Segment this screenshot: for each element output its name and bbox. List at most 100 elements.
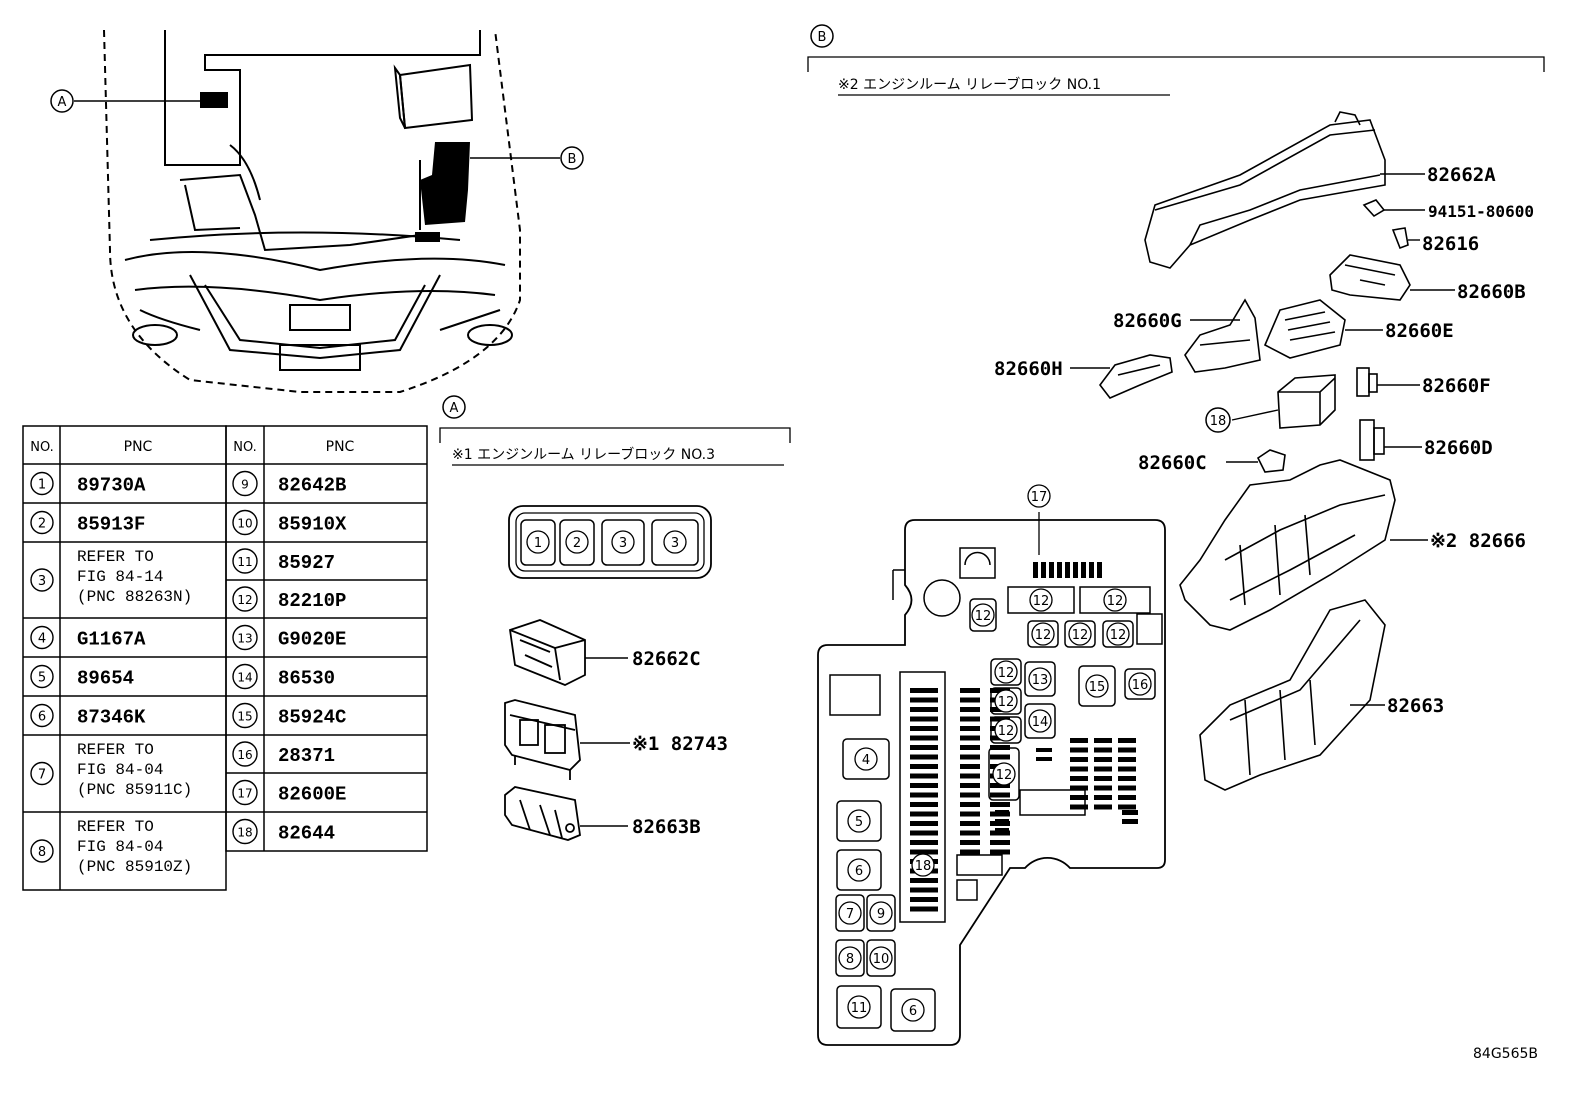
svg-text:10: 10 <box>873 952 890 967</box>
svg-text:A: A <box>58 95 67 110</box>
row-number: 10 <box>237 517 252 531</box>
row-pnc: 82600E <box>278 784 346 806</box>
row-pnc: FIG 84-14 <box>77 568 163 586</box>
row-pnc: 86530 <box>278 668 335 690</box>
fuse-position-13: 13 <box>1024 661 1056 697</box>
row-number: 12 <box>237 593 252 607</box>
table-row: 3 REFER TO FIG 84-14 (PNC 88263N) <box>30 548 192 606</box>
table-row: 10 85910X <box>232 509 347 536</box>
location-b-marker <box>420 142 470 225</box>
row-pnc: (PNC 85910Z) <box>77 858 192 876</box>
fuse-position-12c: 12 <box>1103 588 1127 612</box>
fuse-position-12f: 12 <box>1102 620 1134 648</box>
fuse-position-10: 10 <box>866 939 896 977</box>
row-pnc: (PNC 88263N) <box>77 588 192 606</box>
row-pnc: G1167A <box>77 629 146 651</box>
row-number: 6 <box>38 710 46 725</box>
section-b-title: ※2 エンジンルーム リレーブロック NO.1 <box>838 76 1101 93</box>
location-a-marker <box>200 92 228 108</box>
svg-text:12: 12 <box>1033 594 1050 609</box>
svg-text:12: 12 <box>998 695 1015 710</box>
part-82666-label: ※2 82666 <box>1430 530 1526 552</box>
svg-text:14: 14 <box>1032 715 1049 730</box>
svg-text:9: 9 <box>877 907 885 922</box>
row-pnc: FIG 84-04 <box>77 761 163 779</box>
part-82662a-label: 82662A <box>1427 164 1496 186</box>
svg-text:2: 2 <box>573 536 581 551</box>
fuse-position-12i: 12 <box>990 716 1022 744</box>
svg-text:13: 13 <box>1032 673 1049 688</box>
frame-82666-drawing <box>1179 459 1396 631</box>
part-82660c-label: 82660C <box>1138 452 1207 474</box>
svg-text:B: B <box>568 152 577 167</box>
table-row: 15 85924C <box>232 702 346 729</box>
svg-text:7: 7 <box>846 907 854 922</box>
fuse-position-5: 5 <box>836 800 882 842</box>
svg-text:3: 3 <box>671 536 679 551</box>
header-no-left: NO. <box>30 440 54 455</box>
part-82660h-label: 82660H <box>994 358 1063 380</box>
row-pnc: REFER TO <box>77 741 154 759</box>
svg-text:15: 15 <box>1089 680 1106 695</box>
row-pnc: REFER TO <box>77 548 154 566</box>
fuse-position-6b: 6 <box>890 988 936 1032</box>
header-no-right: NO. <box>233 440 257 455</box>
table-row: 13 G9020E <box>232 624 346 651</box>
row-pnc: 85924C <box>278 707 346 729</box>
row-pnc: G9020E <box>278 629 346 651</box>
row-pnc: 82210P <box>278 590 346 612</box>
callout-b: B <box>560 146 584 170</box>
svg-text:12: 12 <box>998 666 1015 681</box>
relay-slot: 1 <box>520 519 556 566</box>
row-pnc: 85913F <box>77 514 145 536</box>
row-number: 8 <box>38 845 46 860</box>
fuse-position-16: 16 <box>1124 668 1156 700</box>
row-number: 1 <box>38 478 46 493</box>
relay-slot: 3 <box>601 519 645 566</box>
row-pnc: 82642B <box>278 475 346 497</box>
row-number: 13 <box>237 632 252 646</box>
part-82616-label: 82616 <box>1422 233 1479 255</box>
svg-text:8: 8 <box>846 952 854 967</box>
svg-text:12: 12 <box>1110 628 1127 643</box>
svg-text:18: 18 <box>915 859 932 874</box>
row-number: 3 <box>38 574 46 589</box>
row-number: 17 <box>237 787 252 801</box>
fuse-position-12a: 12 <box>988 747 1020 801</box>
relay-slot: 3 <box>651 519 699 566</box>
fuse-position-8: 8 <box>835 939 865 977</box>
header-pnc-left: PNC <box>124 439 153 455</box>
part-82662c-label: 82662C <box>632 648 701 670</box>
row-pnc: 85927 <box>278 552 335 574</box>
row-pnc: 85910X <box>278 514 347 536</box>
location-b-marker-small <box>415 232 440 242</box>
svg-text:5: 5 <box>855 815 863 830</box>
part-82743-label: ※1 82743 <box>632 733 728 755</box>
row-number: 15 <box>237 710 252 724</box>
fuse-position-15: 15 <box>1078 665 1116 707</box>
table-row: 17 82600E <box>232 779 346 806</box>
fuse-position-12e: 12 <box>1064 620 1096 648</box>
svg-text:17: 17 <box>1031 490 1048 505</box>
table-row: 12 82210P <box>232 586 346 612</box>
part-82663b-label: 82663B <box>632 816 701 838</box>
svg-text:11: 11 <box>851 1001 868 1016</box>
svg-text:12: 12 <box>1035 628 1052 643</box>
section-b: B ※2 エンジンルーム リレーブロック NO.1 <box>807 24 1545 1046</box>
row-number: 14 <box>237 671 252 685</box>
part-94151-80600-label: 94151-80600 <box>1428 202 1534 221</box>
fuse-position-7: 7 <box>835 894 865 932</box>
svg-text:4: 4 <box>862 753 870 768</box>
table-row: 14 86530 <box>232 663 335 690</box>
fuse-position-17: 17 <box>1027 484 1051 508</box>
row-number: 18 <box>237 826 252 840</box>
svg-text:12: 12 <box>1107 594 1124 609</box>
